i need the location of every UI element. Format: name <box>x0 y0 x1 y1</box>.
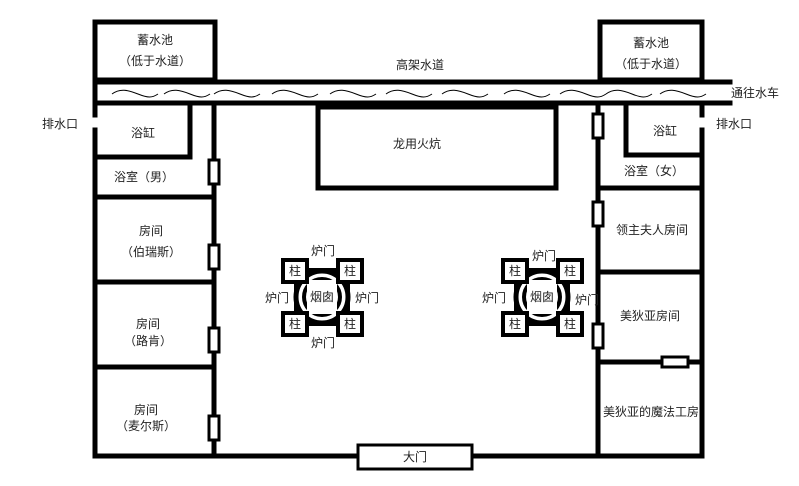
stove2-chimney: 烟囱 <box>529 290 555 304</box>
stove2-pillar: 柱 <box>508 264 522 278</box>
stove1-door-right: 炉门 <box>354 291 380 305</box>
lady-room-label: 领主夫人房间 <box>615 223 689 237</box>
stove2-pillar: 柱 <box>563 264 577 278</box>
right-drain-label: 排水口 <box>716 117 753 131</box>
stove2-pillar: 柱 <box>563 317 577 331</box>
stove1-door-bottom: 炉门 <box>310 336 336 350</box>
stove2-door-top: 炉门 <box>531 249 557 263</box>
left-drain-label: 排水口 <box>42 117 79 131</box>
water-waves <box>111 89 707 98</box>
stove1-door-top: 炉门 <box>310 244 336 258</box>
stove1-pillar: 柱 <box>288 264 302 278</box>
dragon-kang <box>315 104 559 191</box>
room-boris-title: 房间 <box>138 224 164 238</box>
male-bathroom-label: 浴室（男） <box>113 170 175 184</box>
aqueduct-label: 高架水道 <box>395 58 445 72</box>
door-left-room3 <box>207 414 221 442</box>
left-reservoir-note: （低于水道） <box>118 54 192 68</box>
stove1-chimney: 烟囱 <box>309 290 335 304</box>
main-gate-label[interactable]: 大门 <box>402 450 428 464</box>
left-reservoir-label: 蓄水池 <box>136 33 174 47</box>
door-right-room2 <box>591 322 605 350</box>
waterwheel-outlet-label: 通往水车 <box>731 86 780 100</box>
door-left-room2 <box>207 326 221 354</box>
stove1-pillar: 柱 <box>288 317 302 331</box>
stove2-pillar: 柱 <box>508 317 522 331</box>
stove-right <box>501 258 584 337</box>
main-gate <box>356 443 474 471</box>
right-reservoir-note: （低于水道） <box>614 57 688 71</box>
door-right-bathroom <box>591 112 605 140</box>
medea-room-label: 美狄亚房间 <box>619 309 681 323</box>
right-reservoir-label: 蓄水池 <box>632 36 670 50</box>
stove-left <box>281 258 364 337</box>
right-reservoir <box>597 19 705 83</box>
left-bathtub-label: 浴缸 <box>130 126 156 140</box>
female-bathroom-label: 浴室（女） <box>623 164 685 178</box>
door-left-room1 <box>207 243 221 271</box>
room-luken-title: 房间 <box>135 317 161 331</box>
right-bathtub-wall <box>623 100 705 158</box>
door-left-bathroom <box>207 158 221 186</box>
door-right-room1 <box>591 200 605 228</box>
stove1-pillar: 柱 <box>343 317 357 331</box>
stove2-door-right: 炉门 <box>574 293 600 307</box>
stove1-door-left: 炉门 <box>264 291 290 305</box>
stove2-door-left: 炉门 <box>481 291 507 305</box>
dragon-kang-label: 龙用火炕 <box>392 137 442 151</box>
room-myles-title: 房间 <box>133 403 159 417</box>
room-luken-owner: （路肯） <box>123 334 173 348</box>
stove1-pillar: 柱 <box>343 264 357 278</box>
door-workshop <box>660 355 690 369</box>
left-bathtub-wall <box>92 100 193 160</box>
room-myles-owner: （麦尔斯） <box>115 419 177 433</box>
left-reservoir <box>92 19 218 83</box>
room-boris-owner: （伯瑞斯） <box>120 245 182 259</box>
medea-workshop-label: 美狄亚的魔法工房 <box>602 405 700 419</box>
right-bathtub-label: 浴缸 <box>652 124 678 138</box>
